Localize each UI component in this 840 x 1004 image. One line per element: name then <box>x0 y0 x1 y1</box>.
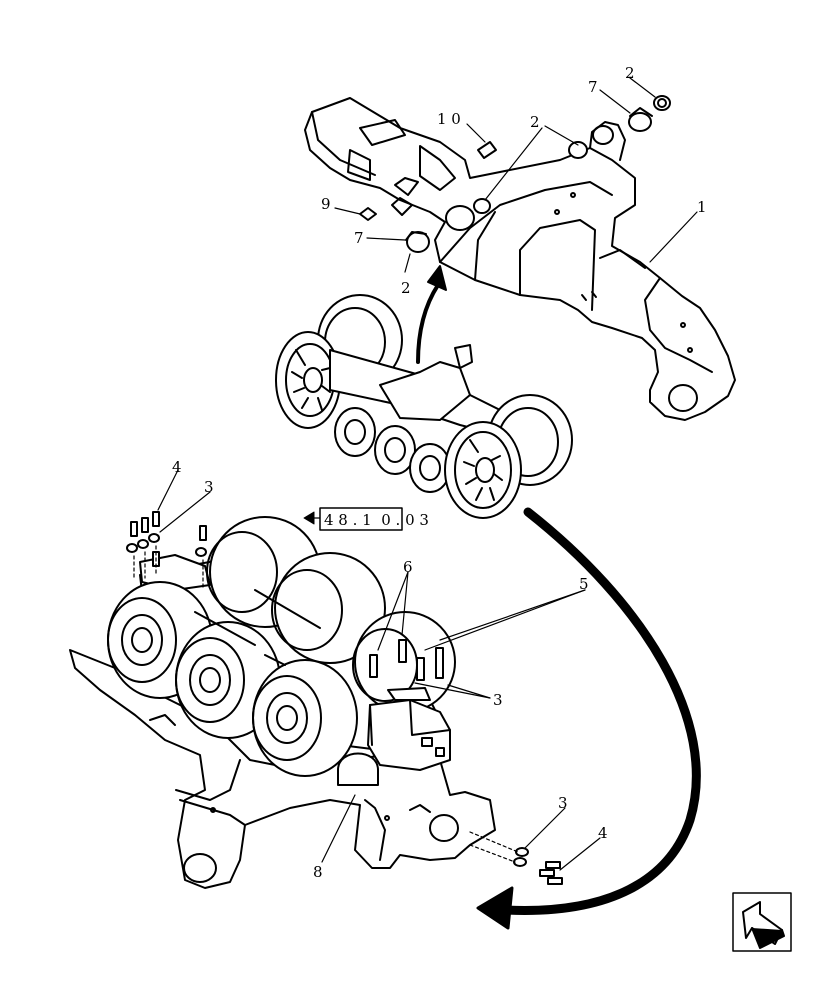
callout-3-middle: 3 <box>493 691 503 709</box>
callout-9: 9 <box>321 195 331 213</box>
callout-2-top: 2 <box>625 64 635 82</box>
valve-block <box>367 687 451 771</box>
callout-6: 6 <box>403 558 413 576</box>
callout-1: 1 <box>697 198 707 216</box>
bushings-and-seals <box>359 95 671 253</box>
callout-7-left: 7 <box>354 229 364 247</box>
callout-3-lower: 3 <box>558 794 568 812</box>
upward-curved-arrow <box>416 265 447 364</box>
reference-box-label: 4 8 . 1 0 . 0 3 <box>324 511 429 529</box>
accumulator-part-8 <box>337 752 379 786</box>
reference-box[interactable] <box>303 507 403 531</box>
callout-10: 1 0 <box>437 110 461 128</box>
large-rollers <box>107 516 456 777</box>
leader-lines <box>157 77 698 871</box>
bolts-upper-left <box>126 511 207 591</box>
callout-4-lower: 4 <box>598 824 608 842</box>
roller-bogie-assembly <box>275 294 573 519</box>
callout-4-upper: 4 <box>172 458 182 476</box>
callout-2-mid: 2 <box>530 113 540 131</box>
large-sweeping-arrow <box>476 507 701 930</box>
return-arrow-icon[interactable] <box>732 892 792 952</box>
callout-2-bottom: 2 <box>401 279 411 297</box>
callout-7-top: 7 <box>588 78 598 96</box>
callout-5: 5 <box>579 575 589 593</box>
bolts-lower-right <box>469 831 563 885</box>
callout-3-upper: 3 <box>204 478 214 496</box>
callout-8: 8 <box>313 863 323 881</box>
bolts-middle <box>369 639 444 681</box>
